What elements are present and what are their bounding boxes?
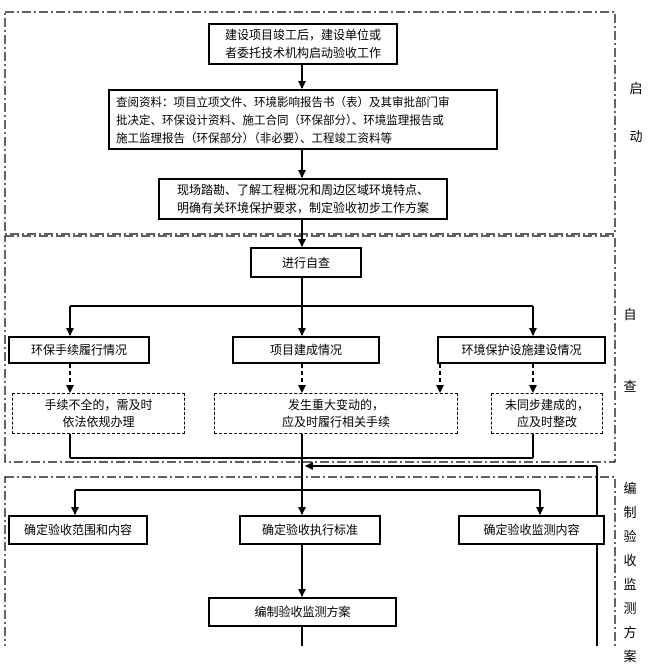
section-plan-border bbox=[4, 476, 616, 646]
review-docs-box: 查阅资料：项目立项文件、环境影响报告书（表）及其审批部门审 批决定、环保设计资料… bbox=[108, 89, 498, 150]
not-synced-box: 未同步建成的， 应及时整改 bbox=[491, 393, 603, 434]
monitoring-plan-box: 编制验收监测方案 bbox=[208, 597, 397, 627]
project-build-box: 项目建成情况 bbox=[232, 336, 380, 364]
env-procedures-box: 环保手续履行情况 bbox=[8, 336, 150, 364]
major-change-box: 发生重大变动的， 应及时履行相关手续 bbox=[214, 393, 458, 434]
scope-content-box: 确定验收范围和内容 bbox=[8, 515, 148, 545]
self-check-box: 进行自查 bbox=[250, 247, 362, 278]
site-survey-box: 现场踏勘、了解工程概况和周边区域环境特点、 明确有关环境保护要求，制定验收初步工… bbox=[158, 178, 448, 220]
section-label-plan: 编 制 验 收 监 测 方 案 bbox=[623, 482, 637, 665]
env-facilities-box: 环境保护设施建设情况 bbox=[437, 336, 606, 364]
section-label-start: 启 动 bbox=[629, 82, 643, 145]
section-label-self-check: 自 查 bbox=[623, 308, 637, 395]
standards-box: 确定验收执行标准 bbox=[239, 515, 381, 545]
start-work-box: 建设项目竣工后，建设单位或 者委托技术机构启动验收工作 bbox=[208, 23, 398, 65]
procedures-incomplete-box: 手续不全的，需及时 依法依规办理 bbox=[12, 393, 185, 434]
flowchart-lines bbox=[4, 11, 616, 646]
monitoring-content-box: 确定验收监测内容 bbox=[458, 515, 605, 545]
section-start-border bbox=[4, 11, 616, 235]
